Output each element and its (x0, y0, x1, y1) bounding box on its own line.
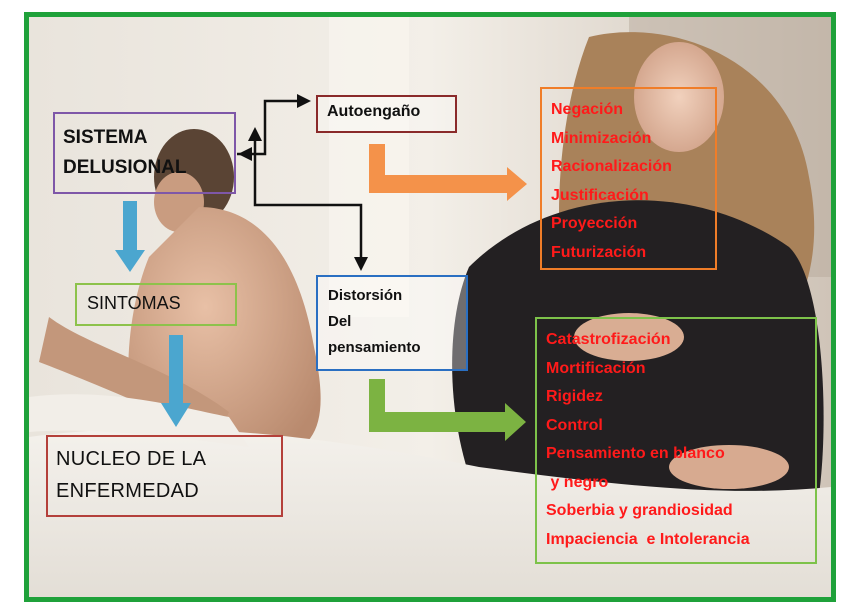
distorsion-line-3: pensamiento (328, 339, 421, 356)
autoengano-box: Autoengaño (316, 95, 457, 133)
arrowhead-to-autoengano (297, 94, 311, 108)
sintomas-label: SINTOMAS (87, 293, 181, 313)
arrowhead-up-to-sistema (248, 127, 262, 141)
nucleo-enfermedad-box: NUCLEO DE LA ENFERMEDAD (46, 435, 283, 517)
distorsion-line-1: Distorsión (328, 287, 403, 304)
list-item: Mortificación (546, 359, 646, 377)
distorsion-line-2: Del (328, 313, 352, 330)
list-item: Soberbia y grandiosidad (546, 502, 733, 519)
list-item: y negro (546, 473, 609, 491)
nucleo-line-2: ENFERMEDAD (56, 480, 200, 502)
list-item: Justificación (551, 186, 649, 204)
green-arrow-distorsion-to-list (369, 379, 526, 441)
arrowhead-to-sistema (238, 147, 252, 161)
autoengano-label: Autoengaño (327, 103, 421, 120)
distorsion-pensamiento-box: Distorsión Del pensamiento (316, 275, 468, 371)
autoengano-mechanisms-list: Negación Minimización Racionalización Ju… (540, 87, 717, 270)
orange-arrow-autoengano-to-list (369, 144, 527, 201)
sistema-line-2: DELUSIONAL (63, 157, 187, 178)
nucleo-line-1: NUCLEO DE LA (56, 448, 207, 470)
list-item: Negación (551, 101, 624, 118)
sistema-line-1: SISTEMA (63, 127, 148, 148)
diagram-frame: SISTEMA DELUSIONAL SINTOMAS NUCLEO DE LA… (24, 12, 836, 602)
connectors-layer (115, 94, 527, 441)
list-item: Proyección (551, 215, 638, 232)
list-item: Futurización (551, 243, 647, 261)
list-item: Minimización (551, 129, 652, 147)
list-item: Control (546, 416, 603, 434)
list-item: Rigidez (546, 388, 603, 405)
list-item: Catastrofización (546, 331, 671, 348)
blue-arrow-sistema-to-sintomas (115, 201, 145, 272)
thought-distortions-list: Catastrofización Mortificación Rigidez C… (535, 317, 817, 564)
sistema-delusional-box: SISTEMA DELUSIONAL (53, 112, 236, 194)
blue-arrow-sintomas-to-nucleo (161, 335, 191, 427)
list-item: Pensamiento en blanco (546, 445, 725, 462)
list-item: Racionalización (551, 158, 672, 175)
list-item: Impaciencia e Intolerancia (546, 530, 750, 548)
sintomas-box: SINTOMAS (75, 283, 237, 326)
arrowhead-to-distorsion (354, 257, 368, 271)
